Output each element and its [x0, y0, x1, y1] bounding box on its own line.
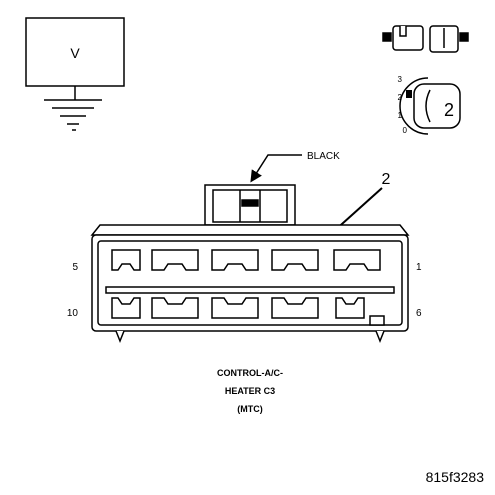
pin-number-6: 6	[416, 308, 422, 319]
cavity-5	[111, 249, 141, 271]
wire-color-callout: BLACK	[250, 151, 340, 183]
cavity-4	[151, 249, 199, 271]
cavity-row-top	[111, 249, 381, 271]
cavity-7	[271, 297, 319, 319]
caption-line-2: HEATER C3	[225, 386, 275, 396]
pin-number-1: 1	[416, 262, 422, 273]
connector-caption: CONTROL-A/C- HEATER C3 (MTC)	[217, 368, 283, 414]
ground-icon	[44, 86, 102, 131]
pin-number-10: 10	[67, 308, 79, 319]
voltmeter-label: V	[70, 45, 80, 61]
cavity-3	[211, 249, 259, 271]
cavity-6	[335, 297, 365, 319]
caption-line-3: (MTC)	[237, 404, 263, 414]
cavity-2	[271, 249, 319, 271]
cavity-9	[151, 297, 199, 319]
position-1-label: 1	[398, 111, 403, 120]
position-2-label: 2	[398, 93, 403, 102]
position-0-label: 0	[403, 126, 408, 135]
probe-icon	[382, 25, 469, 53]
pin-number-5: 5	[72, 262, 78, 273]
ignition-position-icon: 2 3 2 1 0	[398, 75, 461, 135]
pin-pointer-label: 2	[382, 171, 391, 188]
cavity-row-bottom	[111, 297, 365, 319]
figure-id: 815f3283	[426, 469, 485, 485]
voltmeter-symbol: V	[25, 17, 125, 131]
cavity-1	[333, 249, 381, 271]
wire-color-label: BLACK	[307, 151, 340, 162]
cavity-8	[211, 297, 259, 319]
caption-line-1: CONTROL-A/C-	[217, 368, 283, 378]
position-3-label: 3	[398, 75, 403, 84]
cavity-10	[111, 297, 141, 319]
probe-position-number: 2	[444, 100, 454, 120]
